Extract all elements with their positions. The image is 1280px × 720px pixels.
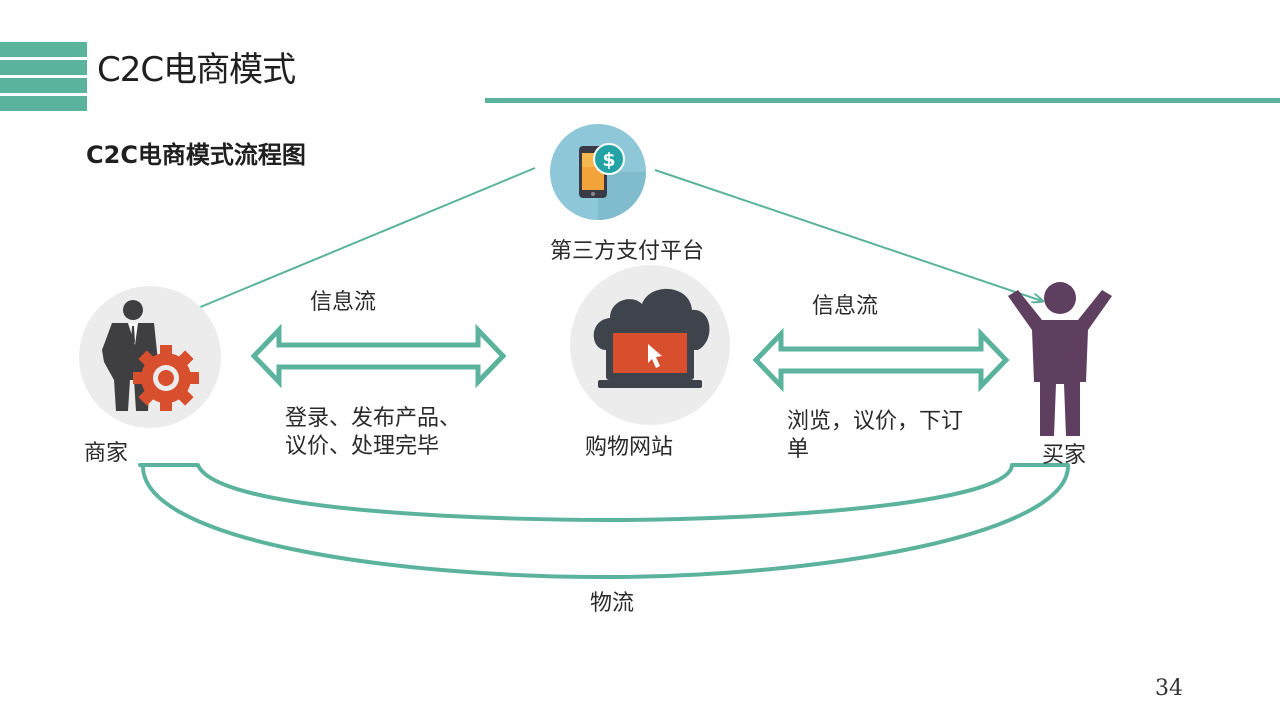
cloud-laptop-icon: [570, 265, 730, 425]
payment-to-buyer-arrow: [654, 169, 1042, 301]
person-arms-up-icon: [1008, 282, 1112, 436]
seller-label: 商家: [84, 441, 129, 466]
page-number: 34: [1155, 676, 1183, 701]
diagram-title: C2C电商模式流程图: [86, 141, 306, 169]
title-underline: [485, 98, 1280, 103]
payment-to-seller-arrow: [162, 167, 536, 323]
info-flow-right-arrow: [752, 327, 1010, 393]
website-label: 购物网站: [585, 435, 674, 460]
info-flow-left-label: 信息流: [310, 290, 377, 315]
info-flow-right-label: 信息流: [812, 294, 879, 319]
header-stripe: [0, 42, 87, 57]
info-flow-left-arrow: [250, 323, 507, 389]
phone-dollar-icon: $: [550, 124, 646, 220]
logistics-label: 物流: [590, 591, 635, 616]
slide-title: C2C电商模式: [97, 50, 296, 90]
buyer-label: 买家: [1042, 443, 1087, 468]
payment-platform-label: 第三方支付平台: [550, 239, 705, 264]
header-stripe: [0, 96, 87, 111]
svg-text:$: $: [602, 149, 615, 171]
header-stripe: [0, 78, 87, 93]
seller-actions-label: 登录、发布产品、 议价、处理完毕: [285, 406, 462, 459]
buyer-actions-label: 浏览，议价，下订 单: [787, 409, 964, 462]
businessman-gear-icon: [79, 286, 221, 428]
header-stripe: [0, 60, 87, 75]
logistics-curve: [138, 463, 1071, 579]
